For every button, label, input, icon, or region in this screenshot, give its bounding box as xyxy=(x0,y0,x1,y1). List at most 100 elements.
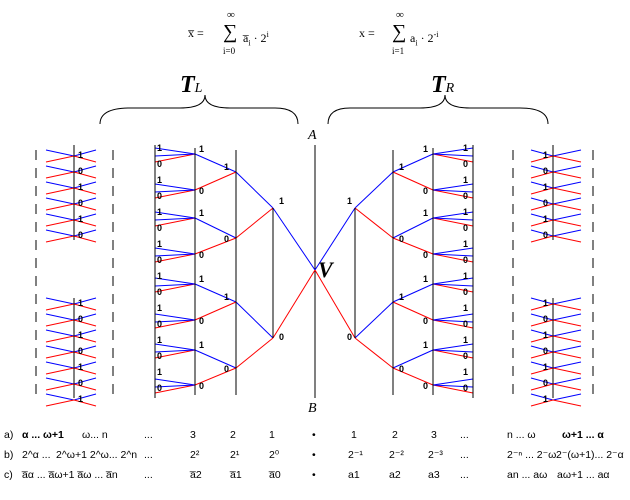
left-edge-zero xyxy=(73,155,97,163)
left-edge-zero xyxy=(73,171,97,179)
row-c-item: an ... aω xyxy=(507,469,548,481)
right-node-label: 1 xyxy=(543,182,548,192)
left-edge-one xyxy=(45,345,75,353)
right-edge-one xyxy=(432,349,474,353)
left-edge-zero xyxy=(45,351,75,359)
right-edge-zero xyxy=(354,207,394,239)
row-a-item: 1 xyxy=(351,429,357,441)
right-edge-one xyxy=(530,213,554,221)
right-node-label: 0 xyxy=(463,287,468,297)
row-a-item: ω+1 ... α xyxy=(562,429,604,441)
left-edge-one xyxy=(45,149,75,157)
right-edge-one xyxy=(432,247,474,255)
left-edge-one xyxy=(45,313,75,321)
left-node-label: 0 xyxy=(199,250,204,260)
right-node-label: 0 xyxy=(423,186,428,196)
left-node-label: 0 xyxy=(157,319,162,329)
right-edge-zero xyxy=(432,349,474,359)
left-edge-zero xyxy=(235,337,274,369)
left-edge-one xyxy=(73,181,97,189)
right-edge-zero xyxy=(552,383,582,391)
right-node-label: 0 xyxy=(399,234,404,244)
row-b-item: • xyxy=(312,449,316,461)
right-node-label: 0 xyxy=(543,314,548,324)
left-edge-one xyxy=(194,217,237,239)
right-edge-one xyxy=(392,283,434,303)
right-edge-one xyxy=(530,313,554,321)
left-edge-zero xyxy=(45,171,75,179)
left-node-label: 1 xyxy=(157,303,162,313)
right-formula-sup: ∞ xyxy=(396,9,404,21)
left-edge-one xyxy=(235,171,274,209)
row-b-item: 2⁻(ω+1)... 2⁻α xyxy=(556,449,624,461)
left-node-label: 1 xyxy=(157,239,162,249)
right-edge-zero xyxy=(530,219,554,227)
left-edge-one xyxy=(45,197,75,205)
left-edge-zero xyxy=(73,187,97,195)
right-node-label: 0 xyxy=(543,230,548,240)
row-c-label: c) xyxy=(4,469,13,481)
row-b-item: 2⁻¹ xyxy=(348,449,363,461)
left-edge-zero xyxy=(45,203,75,211)
right-edge-zero xyxy=(432,384,474,394)
row-c-item: a̅0 xyxy=(269,469,281,481)
right-edge-one xyxy=(552,229,582,237)
right-edge-zero xyxy=(530,383,554,391)
left-node-label: 1 xyxy=(199,340,204,350)
left-edge-one xyxy=(154,183,196,191)
row-a-item: 2 xyxy=(230,429,236,441)
left-node-label: 0 xyxy=(157,255,162,265)
right-edge-one xyxy=(392,153,434,173)
left-edge-one xyxy=(154,378,196,386)
left-node-label: 1 xyxy=(224,292,229,302)
left-edge-one xyxy=(45,329,75,337)
right-node-label: 1 xyxy=(543,150,548,160)
right-node-label: 0 xyxy=(347,332,352,342)
right-edge-zero xyxy=(552,367,582,375)
right-node-label: 1 xyxy=(423,274,428,284)
left-node-label: 0 xyxy=(199,316,204,326)
left-formula-sup: ∞ xyxy=(227,9,235,21)
right-edge-one xyxy=(354,301,394,339)
left-node-label: 1 xyxy=(199,208,204,218)
left-edge-one xyxy=(235,301,274,339)
left-node-label: 1 xyxy=(78,182,83,192)
right-node-label: 1 xyxy=(399,162,404,172)
row-c-item: ... xyxy=(460,469,469,481)
right-edge-one xyxy=(392,217,434,239)
right-edge-zero xyxy=(530,335,554,343)
left-edge-one xyxy=(45,165,75,173)
left-formula-sigma: ∑ xyxy=(223,21,238,43)
right-formula-lhs: x = xyxy=(359,26,375,40)
left-edge-one xyxy=(154,253,196,257)
right-node-label: 1 xyxy=(543,362,548,372)
right-node-label: 1 xyxy=(543,394,548,404)
right-edge-zero xyxy=(392,237,434,255)
row-a-label: a) xyxy=(4,429,14,441)
right-edge-one xyxy=(530,345,554,353)
row-b-item: 2^ω+1 2^ω... 2^n xyxy=(56,449,138,461)
right-brace xyxy=(327,94,549,125)
left-node-label: 0 xyxy=(157,383,162,393)
right-tree-title: TR xyxy=(431,72,455,98)
right-edge-one xyxy=(530,149,554,157)
left-edge-zero xyxy=(45,335,75,343)
left-edge-one xyxy=(73,149,97,157)
right-node-label: 1 xyxy=(423,208,428,218)
left-node-label: 0 xyxy=(78,230,83,240)
right-edge-one xyxy=(530,329,554,337)
left-node-label: 0 xyxy=(157,351,162,361)
right-edge-zero xyxy=(530,367,554,375)
left-node-label: 0 xyxy=(224,234,229,244)
left-edge-one xyxy=(45,393,75,401)
right-node-label: 0 xyxy=(543,198,548,208)
right-node-label: 1 xyxy=(463,207,468,217)
left-edge-one xyxy=(73,165,97,173)
left-edge-one xyxy=(272,207,316,271)
right-edge-one xyxy=(552,345,582,353)
right-node-label: 1 xyxy=(463,303,468,313)
left-node-label: 0 xyxy=(157,191,162,201)
left-node-label: 1 xyxy=(199,144,204,154)
